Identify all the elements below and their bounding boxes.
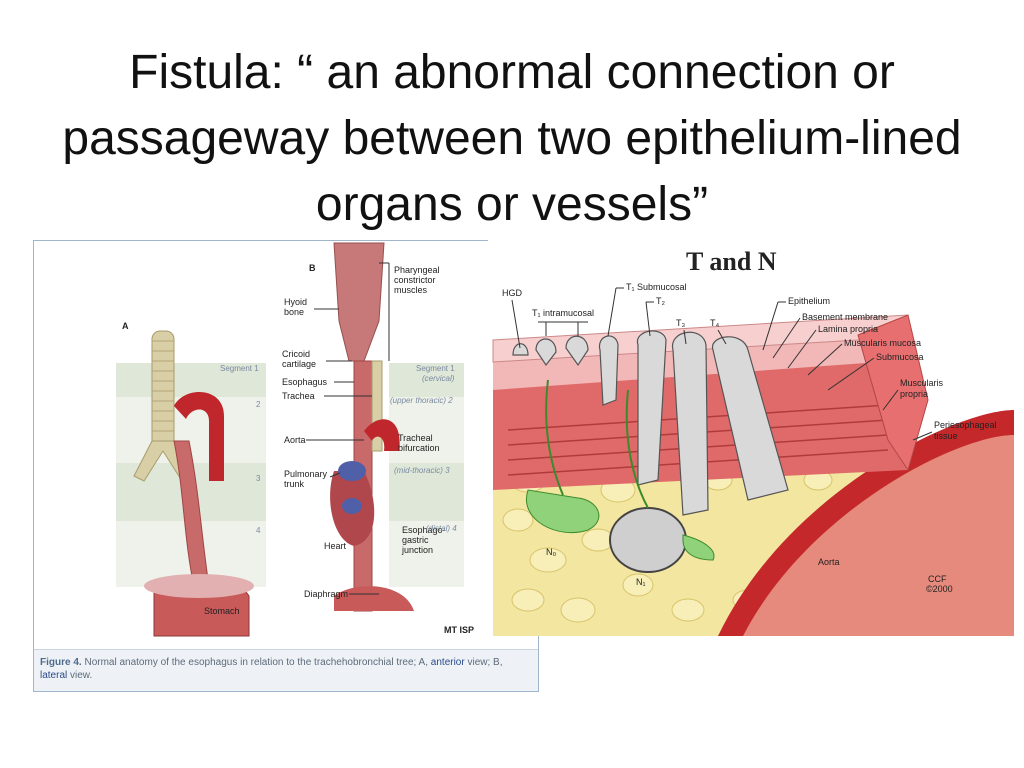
stomach-label: Stomach bbox=[204, 606, 240, 616]
label-t4: T₄ bbox=[710, 318, 719, 328]
panel-a-letter: A bbox=[122, 321, 129, 331]
slide-title: Fistula: “ an abnormal connection or pas… bbox=[62, 46, 962, 231]
label-basement: Basement membrane bbox=[802, 312, 888, 322]
segment-a3: 3 bbox=[256, 474, 261, 483]
panel-b-letter: B bbox=[309, 263, 316, 273]
label-pharyngeal-1: Pharyngeal bbox=[394, 265, 440, 275]
tn-staging-figure: T and N HGD T₁ Submucosal T₁ intramucosa… bbox=[488, 240, 1014, 636]
segment-a1: Segment 1 bbox=[220, 364, 259, 373]
label-trachea: Trachea bbox=[282, 391, 315, 401]
label-n1: N₁ bbox=[636, 577, 646, 587]
label-musc-propria-1: Muscularis bbox=[900, 378, 944, 388]
label-aorta: Aorta bbox=[818, 557, 840, 567]
caption-text-1: Normal anatomy of the esophagus in relat… bbox=[81, 657, 431, 668]
copyright-year: ©2000 bbox=[926, 584, 953, 594]
segment-b4: (distal) 4 bbox=[426, 524, 457, 533]
caption-text-3: view. bbox=[67, 670, 93, 681]
label-periesophageal-1: Periesophageal bbox=[934, 420, 997, 430]
label-musc-propria-2: propria bbox=[900, 389, 928, 399]
label-ege-2: gastric bbox=[402, 535, 429, 545]
caption-text-2: view; B, bbox=[464, 657, 503, 668]
label-ege-1: Esophago- bbox=[402, 525, 446, 535]
segment-b1-sub: (cervical) bbox=[422, 374, 455, 383]
tn-title: T and N bbox=[686, 247, 777, 276]
esophagus-anatomy-illustration: Stomach A B Pharyngeal constrictor muscl… bbox=[116, 242, 474, 637]
caption-lateral-link[interactable]: lateral bbox=[40, 670, 68, 681]
segment-a2: 2 bbox=[256, 400, 261, 409]
caption-anterior-link[interactable]: anterior bbox=[430, 657, 465, 668]
esophagus-anatomy-figure: Stomach A B Pharyngeal constrictor muscl… bbox=[33, 240, 539, 692]
segment-a4: 4 bbox=[256, 526, 261, 535]
label-lamina: Lamina propria bbox=[818, 324, 878, 334]
label-pharyngeal-2: constrictor bbox=[394, 275, 436, 285]
segment-b2: (upper thoracic) 2 bbox=[390, 396, 453, 405]
segment-b3: (mid-thoracic) 3 bbox=[394, 466, 450, 475]
label-tracheal-bif-1: Tracheal bbox=[398, 433, 433, 443]
figure-caption: Figure 4. Normal anatomy of the esophagu… bbox=[34, 649, 538, 691]
copyright-ccf: CCF bbox=[928, 574, 947, 584]
label-hgd: HGD bbox=[502, 288, 523, 298]
label-n0: N₀ bbox=[546, 547, 556, 557]
label-pharyngeal-3: muscles bbox=[394, 285, 428, 295]
label-periesophageal-2: tissue bbox=[934, 431, 958, 441]
label-cricoid-1: Cricoid bbox=[282, 349, 310, 359]
label-musc-mucosa: Muscularis mucosa bbox=[844, 338, 921, 348]
label-t1-submucosal: T₁ Submucosal bbox=[626, 282, 687, 292]
label-t2: T₂ bbox=[656, 296, 665, 306]
label-epithelium: Epithelium bbox=[788, 296, 830, 306]
label-ege-3: junction bbox=[401, 545, 433, 555]
label-t3: T₃ bbox=[676, 318, 685, 328]
label-hyoid-2: bone bbox=[284, 307, 304, 317]
label-hyoid-1: Hyoid bbox=[284, 297, 307, 307]
label-t1-intramucosal: T₁ intramucosal bbox=[532, 308, 594, 318]
label-tracheal-bif-2: bifurcation bbox=[398, 443, 440, 453]
label-pulmonary-2: trunk bbox=[284, 479, 305, 489]
publisher-logo: MT ISP bbox=[444, 625, 474, 635]
label-pulmonary-1: Pulmonary bbox=[284, 469, 328, 479]
label-diaphragm: Diaphragm bbox=[304, 589, 348, 599]
label-esophagus: Esophagus bbox=[282, 377, 328, 387]
label-submucosa: Submucosa bbox=[876, 352, 924, 362]
label-cricoid-2: cartilage bbox=[282, 359, 316, 369]
label-aorta: Aorta bbox=[284, 435, 306, 445]
label-heart: Heart bbox=[324, 541, 347, 551]
tn-staging-illustration: T and N HGD T₁ Submucosal T₁ intramucosa… bbox=[492, 247, 1014, 636]
segment-b1: Segment 1 bbox=[416, 364, 455, 373]
caption-figure-number: Figure 4. bbox=[40, 657, 82, 668]
